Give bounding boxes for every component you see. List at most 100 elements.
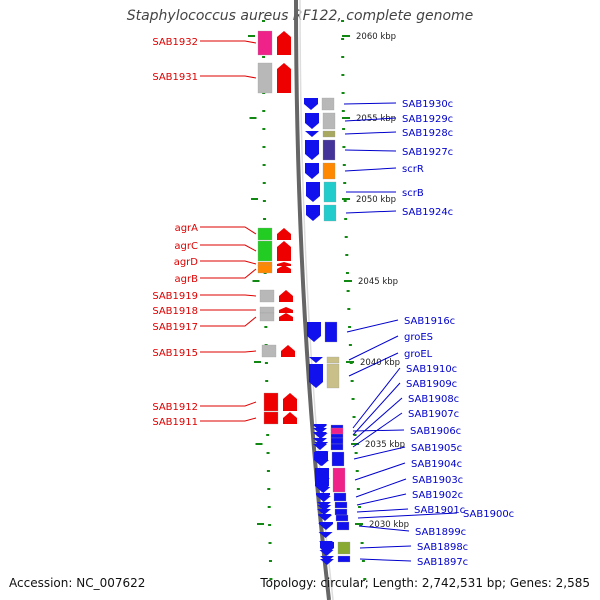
track-tick xyxy=(262,56,266,58)
gene-block xyxy=(263,392,279,412)
gene-label-left: SAB1917 xyxy=(152,322,198,333)
track-tick xyxy=(268,542,272,544)
track-tick xyxy=(265,380,269,382)
forward-gene-arrow xyxy=(277,262,291,266)
gene-block xyxy=(323,204,337,222)
gene-label-left: agrC xyxy=(174,241,198,252)
track-tick xyxy=(262,200,266,202)
gene-block xyxy=(337,541,351,555)
reverse-gene-arrow xyxy=(305,163,319,179)
gene-label-right: SAB1910c xyxy=(406,364,457,375)
reverse-gene-arrow xyxy=(318,532,333,538)
track-tick xyxy=(343,200,347,202)
gene-leader-line xyxy=(200,244,257,252)
track-tick xyxy=(342,146,346,148)
scale-tick xyxy=(342,35,350,37)
scale-tick-left xyxy=(254,361,261,363)
gene-label-left: SAB1931 xyxy=(152,72,198,83)
reverse-gene-arrow xyxy=(316,487,331,493)
scale-label: 2060 kbp xyxy=(356,32,396,42)
reverse-gene-arrow xyxy=(316,496,331,502)
gene-label-left: SAB1911 xyxy=(152,417,198,428)
gene-leader-line xyxy=(356,493,407,506)
track-tick xyxy=(262,110,266,112)
track-tick xyxy=(268,524,272,526)
gene-block xyxy=(257,62,273,94)
gene-leader-line xyxy=(346,319,399,333)
gene-block xyxy=(321,97,335,111)
reverse-gene-arrow xyxy=(313,438,327,444)
gene-label-right: SAB1901c xyxy=(414,505,465,516)
gene-leader-line xyxy=(200,226,257,235)
track-tick xyxy=(346,290,350,292)
scale-tick xyxy=(342,117,350,119)
gene-leader-line xyxy=(352,397,403,442)
scale-tick-left xyxy=(257,523,264,525)
gene-block xyxy=(326,363,340,389)
gene-label-right: SAB1905c xyxy=(411,443,462,454)
track-tick xyxy=(262,164,266,166)
gene-leader-line xyxy=(358,525,410,532)
gene-label-right: SAB1897c xyxy=(417,557,468,568)
reverse-gene-arrow xyxy=(306,205,320,221)
track-tick xyxy=(348,326,352,328)
track-tick xyxy=(356,488,360,490)
scale-tick-left xyxy=(252,280,260,282)
gene-leader-line xyxy=(344,167,397,172)
track-tick xyxy=(360,542,364,544)
forward-gene-arrow xyxy=(277,265,291,273)
gene-label-right: scrR xyxy=(402,164,424,175)
gene-block xyxy=(330,443,344,451)
gene-leader-line xyxy=(200,401,257,407)
gene-label-right: SAB1899c xyxy=(415,527,466,538)
gene-leader-line xyxy=(355,478,407,498)
reverse-gene-arrow xyxy=(313,424,328,430)
gene-block xyxy=(257,264,273,274)
track-tick xyxy=(358,506,362,508)
gene-leader-line xyxy=(352,429,405,432)
scale-label: 2030 kbp xyxy=(369,520,409,530)
track-tick xyxy=(262,146,266,148)
gene-block xyxy=(330,437,344,445)
track-tick xyxy=(263,218,267,220)
scale-label: 2040 kbp xyxy=(360,358,400,368)
gene-block xyxy=(261,344,277,358)
gene-leader-line xyxy=(200,260,257,265)
gene-leader-line xyxy=(348,352,399,377)
track-tick xyxy=(262,128,266,130)
gene-leader-line xyxy=(348,335,399,361)
gene-label-right: SAB1907c xyxy=(408,409,459,420)
gene-label-right: SAB1902c xyxy=(412,490,463,501)
scale-tick xyxy=(351,443,359,445)
forward-gene-arrow xyxy=(279,290,293,302)
gene-block xyxy=(259,312,275,322)
gene-label-right: SAB1904c xyxy=(411,459,462,470)
gene-block xyxy=(326,356,340,364)
track-tick xyxy=(341,110,345,112)
gene-leader-line xyxy=(359,558,412,562)
gene-block xyxy=(330,427,344,435)
reverse-gene-arrow xyxy=(309,364,323,388)
reverse-gene-arrow xyxy=(315,478,330,484)
track-tick xyxy=(341,92,345,94)
gene-block xyxy=(259,306,275,314)
gene-label-right: SAB1924c xyxy=(402,207,453,218)
track-tick xyxy=(266,470,270,472)
gene-block xyxy=(257,240,273,262)
reverse-gene-arrow xyxy=(319,550,334,556)
track-tick xyxy=(352,416,356,418)
scale-tick-left xyxy=(249,117,257,119)
gene-label-left: SAB1918 xyxy=(152,306,198,317)
gene-block xyxy=(322,130,336,138)
track-tick xyxy=(264,326,268,328)
gene-leader-line xyxy=(354,462,406,481)
gene-leader-line xyxy=(352,367,401,429)
scale-tick-left xyxy=(251,198,258,200)
gene-leader-line xyxy=(352,382,401,436)
track-tick xyxy=(363,578,367,580)
gene-leader-line xyxy=(344,117,397,122)
reverse-gene-arrow xyxy=(319,541,334,547)
gene-block xyxy=(322,162,336,180)
reverse-gene-arrow xyxy=(319,559,334,565)
